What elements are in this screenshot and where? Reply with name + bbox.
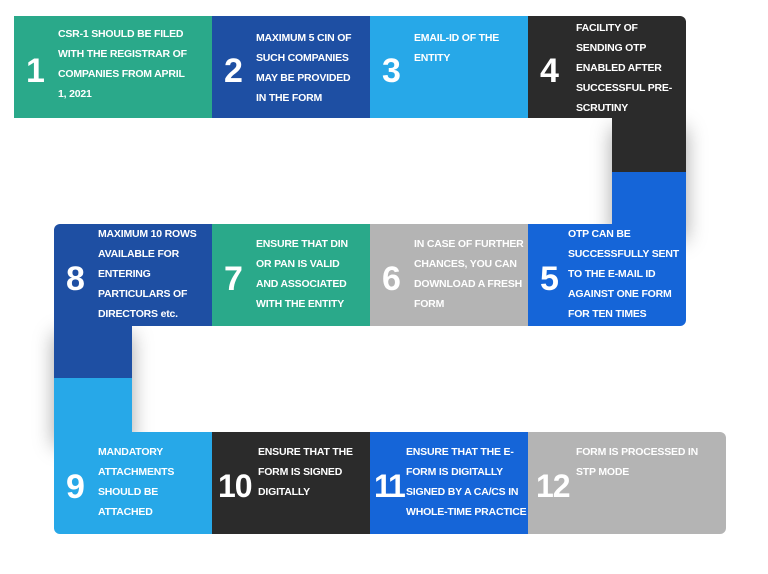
step-9-line: SHOULD BE — [98, 486, 159, 498]
step-4-text: FACILITY OF SENDING OTP ENABLED AFTER SU… — [576, 18, 672, 118]
diagram-shadow-layer — [14, 16, 686, 536]
step-1-line: CSR-1 SHOULD BE FILED — [58, 28, 184, 40]
step-7-line: OR PAN IS VALID — [256, 258, 340, 270]
step-4-line: SUCCESSFUL PRE- — [576, 82, 672, 94]
step-2-line: MAY BE PROVIDED — [256, 72, 351, 84]
step-4-line: ENABLED AFTER — [576, 62, 662, 74]
step-10-text: ENSURE THAT THE FORM IS SIGNED DIGITALLY — [258, 442, 353, 502]
step-8-line: PARTICULARS OF — [98, 288, 188, 300]
step-1-box: 1 CSR-1 SHOULD BE FILED WITH THE REGISTR… — [14, 16, 214, 118]
step-12-box: 12 FORM IS PROCESSED IN STP MODE — [528, 432, 726, 534]
step-7-text: ENSURE THAT DIN OR PAN IS VALID AND ASSO… — [256, 234, 348, 314]
step-3-number: 3 — [382, 52, 401, 90]
step-7-line: WITH THE ENTITY — [256, 298, 344, 310]
step-4-line: SENDING OTP — [576, 42, 647, 54]
step-11-text: ENSURE THAT THE E- FORM IS DIGITALLY SIG… — [406, 442, 527, 522]
step-3-box: 3 EMAIL-ID OF THE ENTITY — [370, 16, 530, 118]
step-10-line: DIGITALLY — [258, 486, 310, 498]
step-2-line: SUCH COMPANIES — [256, 52, 349, 64]
step-11-line: WHOLE-TIME PRACTICE — [406, 506, 527, 518]
step-12-line: STP MODE — [576, 466, 630, 478]
step-10-line: ENSURE THAT THE — [258, 446, 353, 458]
step-7-line: AND ASSOCIATED — [256, 278, 347, 290]
step-11-line: FORM IS DIGITALLY — [406, 466, 503, 478]
step-4-box: 4 FACILITY OF SENDING OTP ENABLED AFTER … — [528, 16, 686, 118]
step-7-number: 7 — [224, 260, 243, 298]
step-11-line: ENSURE THAT THE E- — [406, 446, 514, 458]
step-1-number: 1 — [26, 52, 45, 90]
step-10-line: FORM IS SIGNED — [258, 466, 343, 478]
step-3-line: ENTITY — [414, 52, 451, 64]
step-6-text: IN CASE OF FURTHER CHANCES, YOU CAN DOWN… — [414, 234, 524, 314]
step-5-line: SUCCESSFULLY SENT — [568, 248, 679, 260]
step-8-number: 8 — [66, 260, 85, 298]
step-9-line: MANDATORY — [98, 446, 164, 458]
step-3-line: EMAIL-ID OF THE — [414, 32, 500, 44]
step-2-line: MAXIMUM 5 CIN OF — [256, 32, 352, 44]
step-6-line: IN CASE OF FURTHER — [414, 238, 524, 250]
step-4-line: SCRUTINY — [576, 102, 629, 114]
step-2-box: 2 MAXIMUM 5 CIN OF SUCH COMPANIES MAY BE… — [212, 16, 372, 118]
step-8-box: 8 MAXIMUM 10 ROWS AVAILABLE FOR ENTERING… — [54, 224, 214, 326]
step-10-box: 10 ENSURE THAT THE FORM IS SIGNED DIGITA… — [212, 432, 372, 534]
step-4-number: 4 — [540, 52, 559, 90]
step-8-line: DIRECTORS etc. — [98, 308, 178, 320]
step-8-text: MAXIMUM 10 ROWS AVAILABLE FOR ENTERING P… — [98, 224, 197, 324]
step-5-number: 5 — [540, 260, 559, 298]
step-7-box: 7 ENSURE THAT DIN OR PAN IS VALID AND AS… — [212, 224, 372, 326]
step-6-box: 6 IN CASE OF FURTHER CHANCES, YOU CAN DO… — [370, 224, 530, 326]
step-8-line: MAXIMUM 10 ROWS — [98, 228, 197, 240]
step-12-line: FORM IS PROCESSED IN — [576, 446, 699, 458]
step-3-text: EMAIL-ID OF THE ENTITY — [414, 28, 499, 68]
step-9-line: ATTACHMENTS — [98, 466, 175, 478]
step-4-line: FACILITY OF — [576, 22, 638, 34]
step-1-line: 1, 2021 — [58, 88, 92, 100]
step-6-line: FORM — [414, 298, 445, 310]
step-9-text: MANDATORY ATTACHMENTS SHOULD BE ATTACHED — [98, 442, 174, 522]
step-6-line: DOWNLOAD A FRESH — [414, 278, 523, 290]
step-1-text: CSR-1 SHOULD BE FILED WITH THE REGISTRAR… — [58, 24, 187, 104]
step-9-number: 9 — [66, 468, 85, 506]
step-11-number: 11 — [374, 468, 406, 504]
step-5-line: TO THE E-MAIL ID — [568, 268, 656, 280]
step-1-line: COMPANIES FROM APRIL — [58, 68, 185, 80]
connector-8-to-9 — [54, 322, 132, 382]
step-9-box: 9 MANDATORY ATTACHMENTS SHOULD BE ATTACH… — [54, 432, 214, 534]
step-5-line: OTP CAN BE — [568, 228, 631, 240]
connector-5-lower — [612, 172, 686, 228]
step-5-text: OTP CAN BE SUCCESSFULLY SENT TO THE E-MA… — [568, 224, 679, 324]
step-7-line: ENSURE THAT DIN — [256, 238, 348, 250]
step-5-box: 5 OTP CAN BE SUCCESSFULLY SENT TO THE E-… — [528, 224, 686, 326]
step-11-line: SIGNED BY A CA/CS IN — [406, 486, 519, 498]
step-2-number: 2 — [224, 52, 243, 90]
step-6-number: 6 — [382, 260, 401, 298]
step-10-number: 10 — [218, 468, 253, 504]
step-12-text: FORM IS PROCESSED IN STP MODE — [576, 442, 698, 482]
step-5-line: AGAINST ONE FORM — [568, 288, 672, 300]
step-11-box: 11 ENSURE THAT THE E- FORM IS DIGITALLY … — [370, 432, 530, 534]
step-8-line: ENTERING — [98, 268, 151, 280]
connector-4-to-5 — [612, 116, 686, 176]
step-1-line: WITH THE REGISTRAR OF — [58, 48, 187, 60]
step-2-line: IN THE FORM — [256, 92, 323, 104]
step-9-line: ATTACHED — [98, 506, 153, 518]
step-6-line: CHANCES, YOU CAN — [414, 258, 517, 270]
connector-9-upper — [54, 378, 132, 434]
step-2-text: MAXIMUM 5 CIN OF SUCH COMPANIES MAY BE P… — [256, 28, 352, 108]
step-8-line: AVAILABLE FOR — [98, 248, 180, 260]
step-5-line: FOR TEN TIMES — [568, 308, 647, 320]
step-12-number: 12 — [536, 468, 571, 504]
